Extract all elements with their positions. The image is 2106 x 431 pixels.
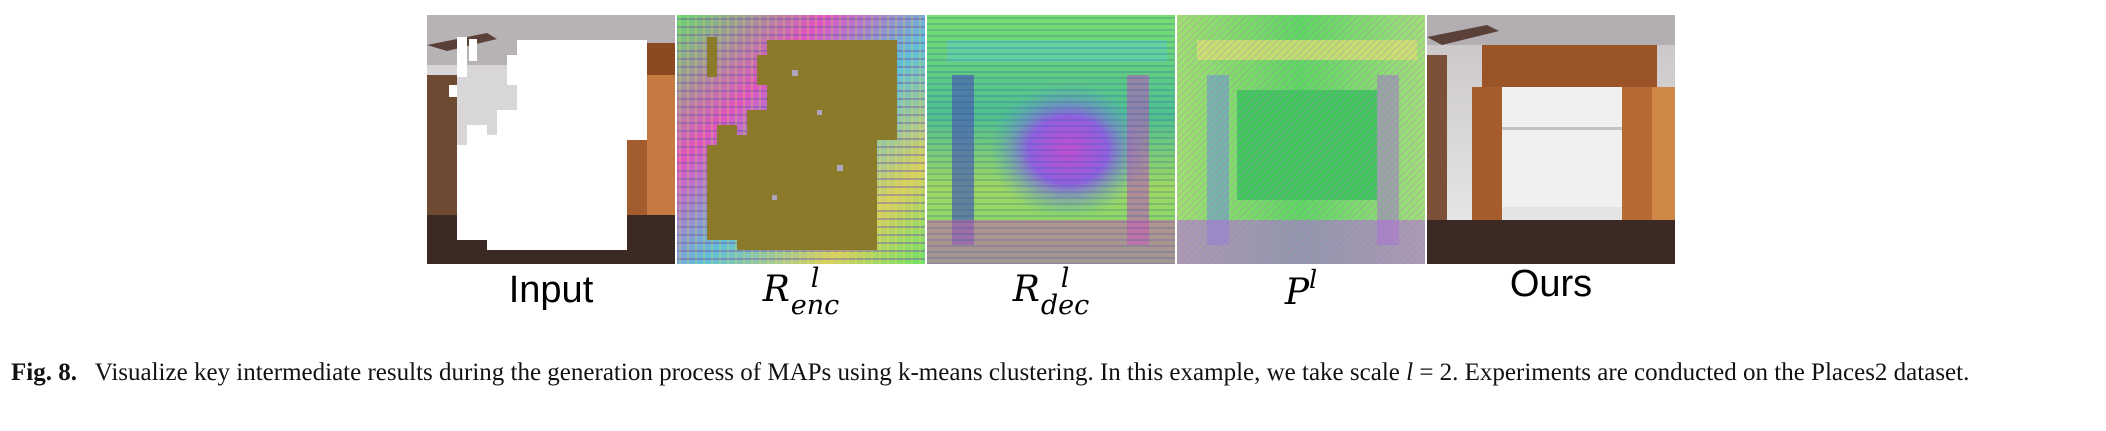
p-superscript: l	[1309, 265, 1318, 294]
caption-text-1: Visualize key intermediate results durin…	[94, 359, 1400, 386]
caption-text-2: = 2. Experiments are conducted on the Pl…	[1419, 359, 1970, 386]
ours-result-image	[1427, 15, 1675, 264]
r-dec-feature-map	[927, 15, 1175, 264]
r-dec-subscript: dec	[1040, 290, 1090, 321]
label-p: Pl	[1177, 265, 1425, 313]
figure-caption: Fig. 8. Visualize key intermediate resul…	[11, 355, 2095, 390]
input-image	[427, 15, 675, 264]
caption-variable: l	[1406, 359, 1414, 386]
r-enc-symbol: R	[762, 269, 790, 310]
p-symbol: P	[1284, 272, 1310, 313]
r-dec-clustered-image	[927, 15, 1175, 264]
figure-number: Fig. 8.	[11, 359, 77, 386]
label-ours: Ours	[1509, 263, 1593, 305]
label-input: Input	[508, 269, 594, 311]
r-enc-subscript: enc	[790, 290, 840, 321]
r-dec-symbol: R	[1012, 269, 1040, 310]
masked-room-photo	[427, 15, 675, 264]
r-dec-superscript: l	[1060, 263, 1070, 294]
inpainted-room-photo	[1427, 15, 1675, 264]
r-enc-clustered-image	[677, 15, 925, 264]
r-enc-feature-map	[677, 15, 925, 264]
r-enc-superscript: l	[810, 263, 820, 294]
p-clustered-image	[1177, 15, 1425, 264]
p-feature-map	[1177, 15, 1425, 264]
